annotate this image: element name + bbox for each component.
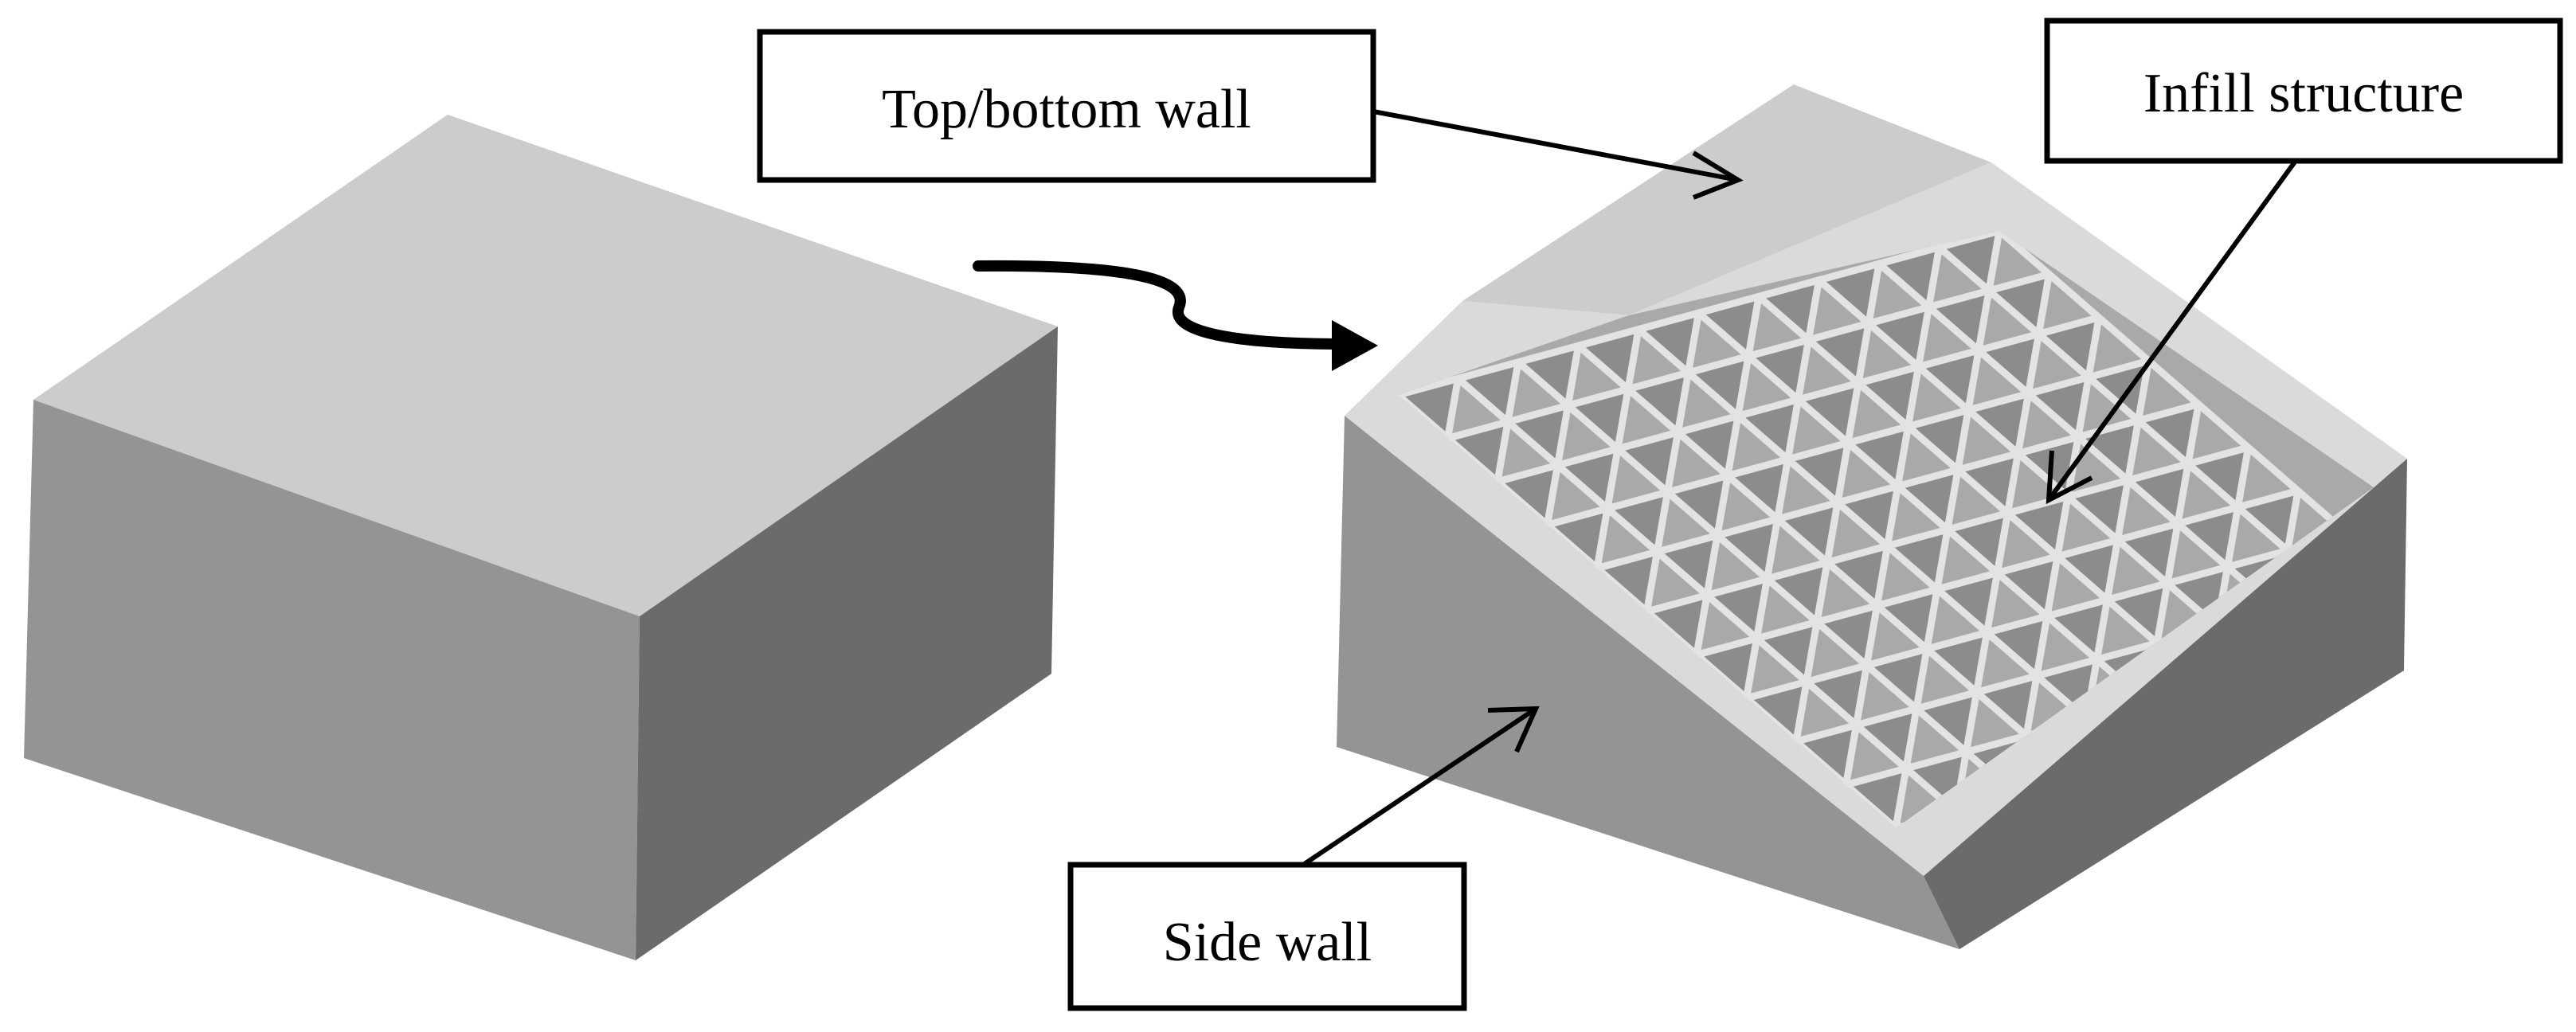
callout-infill-structure: Infill structure [2044,18,2563,505]
transform-arrow-curve [973,260,1350,350]
infill-strut [1593,326,1642,573]
callout-infill-structure-leader [2046,159,2298,502]
transform-arrow [973,260,1378,371]
callout-top-bottom-wall: Top/bottom wall [757,29,1744,200]
callout-infill-structure-label: Infill structure [2143,63,2464,124]
solid-block-top-face [33,115,1058,616]
infill-strut [1494,358,1522,486]
infill-strut [1643,309,1702,616]
infill-strut [1693,292,1763,659]
callout-top-bottom-wall-arrowhead [1692,150,1744,200]
solid-block [24,115,1058,960]
infill-strut [1544,342,1582,529]
infill-strut [2012,314,2103,799]
callout-top-bottom-wall-box [757,29,1376,183]
callout-infill-structure-box [2044,18,2563,164]
callout-top-bottom-wall-leader [1372,109,1739,182]
sliced-part-side-wall [1337,416,1959,949]
callout-side-wall-box [1067,862,1467,1011]
sliced-part-right-wall [1924,459,2407,949]
callout-side-wall-arrowhead [1487,706,1540,753]
infill-strut [1444,374,1462,442]
callout-side-wall-label: Side wall [1163,912,1372,973]
infill-strut [1952,270,2053,815]
infill-strut [1792,260,1883,745]
callout-top-bottom-wall-label: Top/bottom wall [882,79,1251,140]
callout-side-wall: Side wall [1067,706,1540,1011]
callout-side-wall-leader [1302,706,1537,867]
callout-infill-structure-arrowhead [2046,450,2093,505]
infill-strut [1892,231,2003,828]
infill-strut [2437,621,2448,681]
infill-strut [1842,244,1943,789]
solid-block-right-face [636,326,1058,960]
sliced-part [1337,84,2448,949]
solid-block-left-face [24,400,640,960]
sliced-part-top-cap [1462,84,1991,315]
transform-arrow-head [1332,320,1378,371]
infill-strut [1743,276,1822,702]
